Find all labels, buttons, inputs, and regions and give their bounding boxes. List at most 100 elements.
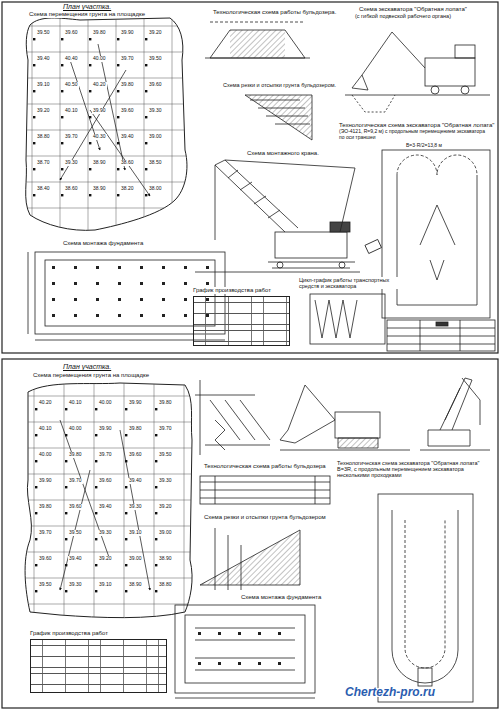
watermark: Chertezh-pro.ru (345, 686, 435, 699)
title-stamp (387, 320, 495, 351)
plan-title: План участка. (62, 3, 112, 11)
trench-plan (378, 494, 473, 702)
elevation-mark: 40.00 (68, 426, 83, 432)
elevation-mark: 38.80 (36, 134, 51, 140)
elevation-mark: 39.80 (158, 400, 173, 406)
elevation-mark: 39.60 (38, 556, 53, 562)
elevation-mark: 38.00 (148, 186, 163, 192)
scheme-title: Технологическая схема работы бульдозера. (212, 9, 337, 16)
elevation-mark: 39.30 (148, 108, 163, 114)
elevation-mark: 39.80 (92, 30, 107, 36)
elevation-mark: 39.50 (36, 30, 51, 36)
scheme-subtitle: (с гибкой подвеской рабочего органа) (354, 13, 452, 19)
bulldozer-scheme (200, 476, 330, 504)
elevation-mark: 40.30 (92, 134, 107, 140)
scheme-title: Схема экскаватора "Обратная лопата" (358, 6, 468, 13)
elevation-mark: 39.20 (98, 556, 113, 562)
elevation-mark: 39.40 (68, 556, 83, 562)
scheme-title: Схема резки и отсыпки грунта бульдозером (203, 514, 327, 521)
elevation-mark: 39.90 (120, 30, 135, 36)
excavator-body (335, 412, 380, 438)
elevation-mark: 39.90 (92, 108, 107, 114)
elevation-mark: 39.70 (98, 452, 113, 458)
elevation-mark: 38.90 (92, 160, 107, 166)
elevation-mark: 39.30 (158, 478, 173, 484)
elevation-mark: 39.40 (120, 134, 135, 140)
cycle-graph (310, 294, 385, 344)
elevation-mark: 39.40 (36, 56, 51, 62)
dimension-text: В=3·R/2=13,8 м (405, 143, 443, 149)
scheme-title: Технологическая схема экскаватора "Обрат… (336, 460, 496, 478)
crane-body (420, 430, 490, 450)
elevation-mark: 39.50 (148, 56, 163, 62)
scheme-title: Схема резки и отсыпки грунта бульдозером… (222, 82, 337, 88)
table-grid (193, 296, 290, 346)
elevation-mark: 40.50 (64, 82, 79, 88)
elevation-mark: 40.10 (68, 400, 83, 406)
bulldozer-profile (195, 380, 270, 455)
elevation-mark: 39.40 (128, 478, 143, 484)
elevation-mark: 39.30 (68, 582, 83, 588)
elevation-mark: 39.80 (120, 82, 135, 88)
schedule-table: График производства работ (30, 630, 167, 693)
elevation-mark: 39.30 (128, 504, 143, 510)
scheme-title: Схема монтажа фундамента (240, 594, 322, 601)
elevation-mark: 38.80 (158, 582, 173, 588)
crane-body (275, 232, 347, 258)
elevation-mark: 39.50 (68, 530, 83, 536)
elevation-mark: 38.90 (92, 186, 107, 192)
elevation-mark: 38.50 (148, 160, 163, 166)
elevation-mark: 40.40 (64, 56, 79, 62)
table-grid (30, 639, 167, 693)
elevation-mark: 39.60 (64, 30, 79, 36)
elevation-mark: 39.10 (128, 530, 143, 536)
scheme-title: Технологическая схема экскаватора "Обрат… (338, 122, 496, 129)
elevation-mark: 38.70 (36, 160, 51, 166)
elevation-mark: 38.90 (128, 582, 143, 588)
elevation-mark: 40.20 (92, 82, 107, 88)
table-title: График производства работ (193, 287, 290, 294)
elevation-mark: 39.20 (148, 30, 163, 36)
elevation-mark: 39.20 (36, 108, 51, 114)
elevation-mark: 39.30 (64, 160, 79, 166)
elevation-mark: 38.90 (158, 556, 173, 562)
elevation-mark: 39.10 (98, 582, 113, 588)
elevation-mark: 39.60 (128, 452, 143, 458)
elevation-mark: 39.70 (120, 56, 135, 62)
graph-title: Цикл-график работы транспортных средств … (298, 277, 400, 289)
excavator-body (425, 58, 475, 86)
elevation-mark: 39.60 (98, 478, 113, 484)
scheme-title: Схема монтажного крана. (246, 150, 320, 157)
elevation-mark: 39.80 (68, 452, 83, 458)
bulldozer-scheme (210, 30, 305, 58)
elevation-mark: 39.50 (38, 582, 53, 588)
scheme-title: Технологическая схема работы бульдозера (203, 463, 327, 470)
elevation-mark: 39.60 (120, 108, 135, 114)
elevation-mark: 39.80 (128, 426, 143, 432)
scheme-title: Схема перемещения грунта на площадке (32, 372, 150, 379)
elevation-mark: 38.60 (64, 186, 79, 192)
elevation-mark: 39.90 (128, 400, 143, 406)
elevation-mark: 40.20 (38, 400, 53, 406)
elevation-mark: 39.00 (128, 556, 143, 562)
table-title: График производства работ (30, 630, 167, 637)
elevation-mark: 39.70 (68, 478, 83, 484)
elevation-mark: 39.00 (158, 530, 173, 536)
cut-scheme (245, 95, 312, 140)
crane-track (268, 262, 355, 268)
elevation-mark: 39.90 (38, 478, 53, 484)
elevation-mark: 39.80 (38, 504, 53, 510)
elevation-mark: 39.40 (98, 504, 113, 510)
sheet-frame (2, 359, 498, 708)
elevation-mark: 39.70 (38, 530, 53, 536)
elevation-mark: 39.60 (148, 82, 163, 88)
elevation-mark: 39.70 (158, 426, 173, 432)
elevation-mark: 38.20 (120, 186, 135, 192)
schedule-table: График производства работ (193, 287, 290, 346)
elevation-mark: 39.50 (158, 452, 173, 458)
elevation-mark: 40.00 (98, 400, 113, 406)
elevation-mark: 39.90 (98, 426, 113, 432)
plot-outline (25, 383, 192, 618)
